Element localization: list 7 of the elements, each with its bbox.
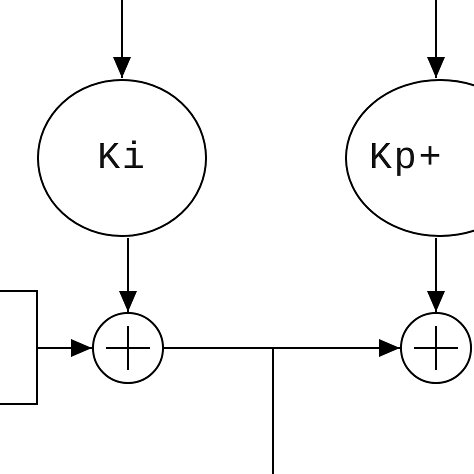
connector-arrow — [427, 238, 445, 312]
connector-arrow — [119, 238, 137, 312]
connector-arrow — [113, 0, 131, 78]
gain-label: Kp+ — [368, 136, 444, 180]
gain-label: Ki — [97, 136, 147, 180]
connector-arrow — [427, 0, 445, 78]
connector-arrow — [38, 339, 92, 357]
